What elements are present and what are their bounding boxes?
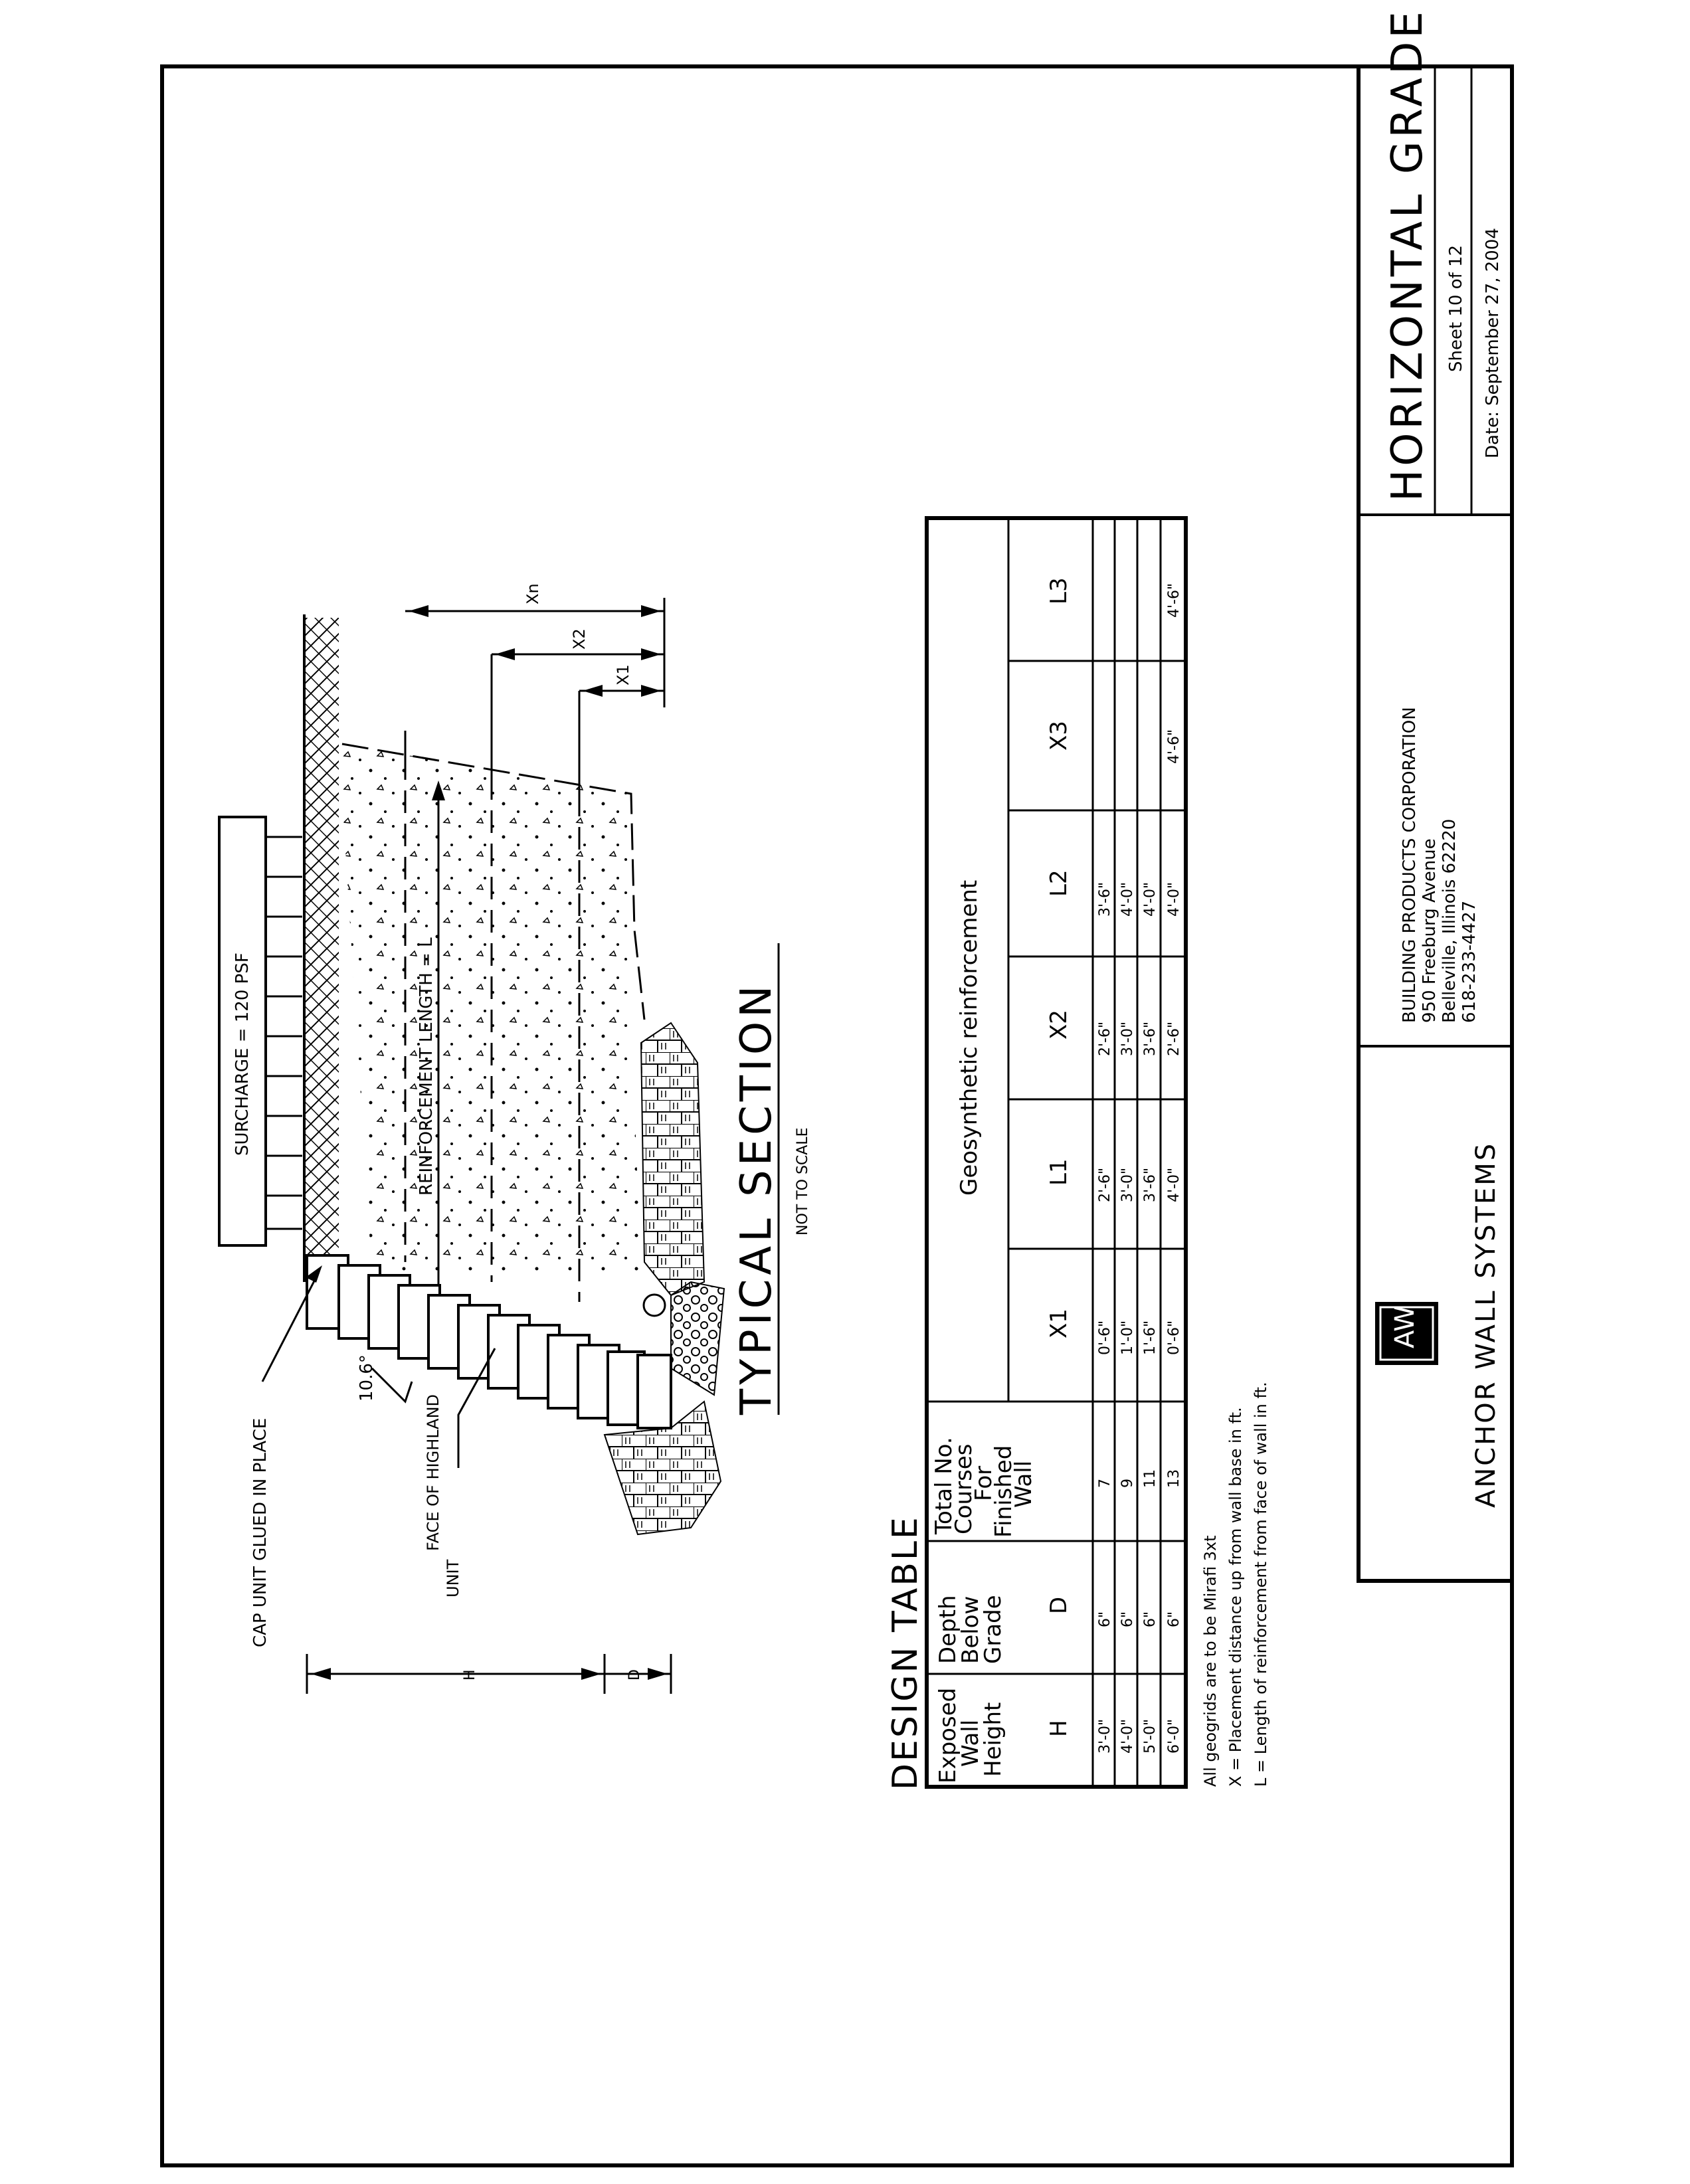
company-1: BUILDING PRODUCTS CORPORATION	[1400, 707, 1420, 1023]
table-cell: 6"	[1119, 1611, 1136, 1627]
table-cell: 1'-0"	[1119, 1320, 1136, 1355]
table-cell: 9	[1119, 1479, 1136, 1488]
angle-label: 10.6°	[357, 1354, 377, 1402]
hdr-c-2: Courses	[951, 1444, 977, 1534]
table-cell: 6'-0"	[1166, 1719, 1182, 1754]
table-cell: 7	[1097, 1479, 1113, 1488]
logo-text: AW	[1390, 1305, 1420, 1348]
table-cell: 1'-6"	[1142, 1320, 1159, 1355]
typical-section: SURCHARGE = 120 PSF REINFORCE	[218, 583, 811, 1694]
dim-x2: X2	[570, 628, 589, 650]
surcharge-arrows	[266, 836, 302, 1230]
title-block: AW ANCHOR WALL SYSTEMS BUILDING PRODUCTS…	[1357, 8, 1514, 1583]
table-cell: 3'-0"	[1119, 1168, 1136, 1202]
table-cell: 6"	[1166, 1611, 1182, 1627]
sheet-title: HORIZONTAL GRADE	[1383, 8, 1432, 501]
dim-h: H	[462, 1669, 478, 1681]
notes: All geogrids are to be Mirafi 3xt X = Pl…	[1201, 1382, 1270, 1787]
hdr-h-1: Exposed	[935, 1688, 961, 1783]
table-cell: 2'-6"	[1166, 1022, 1182, 1056]
hdr-c-1: Total No.	[931, 1437, 957, 1535]
wall-units	[306, 1254, 672, 1429]
table-cell: 0'-6"	[1166, 1320, 1182, 1355]
excavation-line	[341, 743, 646, 1020]
section-title: TYPICAL SECTION	[732, 982, 781, 1415]
table-cell: 4'-0"	[1166, 882, 1182, 917]
section-subtitle: NOT TO SCALE	[795, 1128, 811, 1236]
design-table-title: DESIGN TABLE	[886, 1515, 925, 1790]
table-cell: 4'-0"	[1166, 1168, 1182, 1202]
dim-xn: Xn	[523, 583, 542, 604]
hdr-c-3: For	[971, 1466, 997, 1501]
brand-name: ANCHOR WALL SYSTEMS	[1471, 1142, 1501, 1508]
company-3: Belleville, Illinois 62220	[1440, 819, 1459, 1023]
table-cells: 3'-0" 6" 7 0'-6" 2'-6" 2'-6" 3'-6" 4'-0" 6" 9 1'-0…	[1097, 583, 1182, 1754]
table-cell: 11	[1142, 1469, 1159, 1488]
hdr-sym-h: H	[1046, 1720, 1072, 1737]
table-cell: 4'-0"	[1119, 882, 1136, 917]
dim-d: D	[626, 1669, 643, 1681]
hdr-h-3: Height	[980, 1702, 1006, 1777]
note-2: X = Placement distance up from wall base…	[1226, 1407, 1245, 1787]
table-cell: 5'-0"	[1142, 1719, 1159, 1754]
table-cell: 4'-0"	[1142, 882, 1159, 917]
note-1: All geogrids are to be Mirafi 3xt	[1201, 1535, 1220, 1787]
face-label-line1: FACE OF HIGHLAND	[424, 1394, 442, 1551]
hdr-group: Geosynthetic reinforcement	[956, 880, 983, 1196]
company-2: 950 Freeburg Avenue	[1420, 838, 1440, 1023]
table-cell: 2'-6"	[1097, 1168, 1113, 1202]
logo-mark	[1375, 1302, 1438, 1365]
dim-x1: X1	[614, 664, 632, 685]
drainage-stone	[670, 1281, 725, 1396]
hdr-l3: L3	[1046, 577, 1072, 604]
table-cell: 6"	[1142, 1611, 1159, 1627]
sheet-number: Sheet 10 of 12	[1446, 245, 1466, 372]
table-cell: 4'-0"	[1119, 1719, 1136, 1754]
hdr-l2: L2	[1046, 869, 1072, 897]
geogrid-layers	[404, 654, 581, 1302]
hdr-x2: X2	[1046, 1010, 1072, 1040]
backfill	[339, 744, 641, 1275]
table-cell: 6"	[1097, 1611, 1113, 1627]
surface-hatch	[304, 618, 339, 1282]
note-3: L = Length of reinforcement from face of…	[1252, 1382, 1270, 1787]
table-cell: 0'-6"	[1097, 1320, 1113, 1355]
hdr-h-2: Wall	[957, 1720, 984, 1767]
hdr-sym-d: D	[1046, 1597, 1072, 1614]
table-cell: 3'-6"	[1142, 1168, 1159, 1202]
company-4: 618-233-4427	[1459, 901, 1479, 1023]
table-cell: 4'-6"	[1166, 583, 1182, 618]
table-cell: 3'-0"	[1097, 1719, 1113, 1754]
table-cell: 2'-6"	[1097, 1022, 1113, 1056]
table-cell: 3'-6"	[1142, 1022, 1159, 1056]
retained-soil	[640, 1022, 705, 1297]
hdr-d-2: Below	[957, 1596, 984, 1664]
hdr-c-4: Finished	[990, 1445, 1017, 1538]
table-cell: 4'-6"	[1166, 729, 1182, 764]
hdr-d-1: Depth	[935, 1595, 961, 1664]
hdr-x3: X3	[1046, 721, 1072, 751]
surcharge-label: SURCHARGE = 120 PSF	[233, 953, 252, 1156]
reinforcement-label: REINFORCEMENT LENGTH = L	[417, 937, 436, 1196]
table-cell: 3'-6"	[1097, 882, 1113, 917]
surcharge-box	[218, 816, 267, 1247]
sheet-date: Date: September 27, 2004	[1483, 228, 1503, 458]
design-table: DESIGN TABLE Exposed Wall Height Depth B…	[886, 516, 1188, 1790]
leveling-pad	[603, 1400, 722, 1536]
hdr-x1: X1	[1046, 1309, 1072, 1338]
drain-pipe	[642, 1293, 666, 1317]
table-cell: 13	[1166, 1469, 1182, 1488]
face-label-line2: UNIT	[444, 1559, 462, 1597]
hdr-c-5: Wall	[1010, 1461, 1037, 1508]
table-cell: 3'-0"	[1119, 1022, 1136, 1056]
hdr-l1: L1	[1046, 1158, 1072, 1186]
hdr-d-3: Grade	[980, 1595, 1006, 1664]
cap-label: CAP UNIT GLUED IN PLACE	[250, 1418, 270, 1647]
